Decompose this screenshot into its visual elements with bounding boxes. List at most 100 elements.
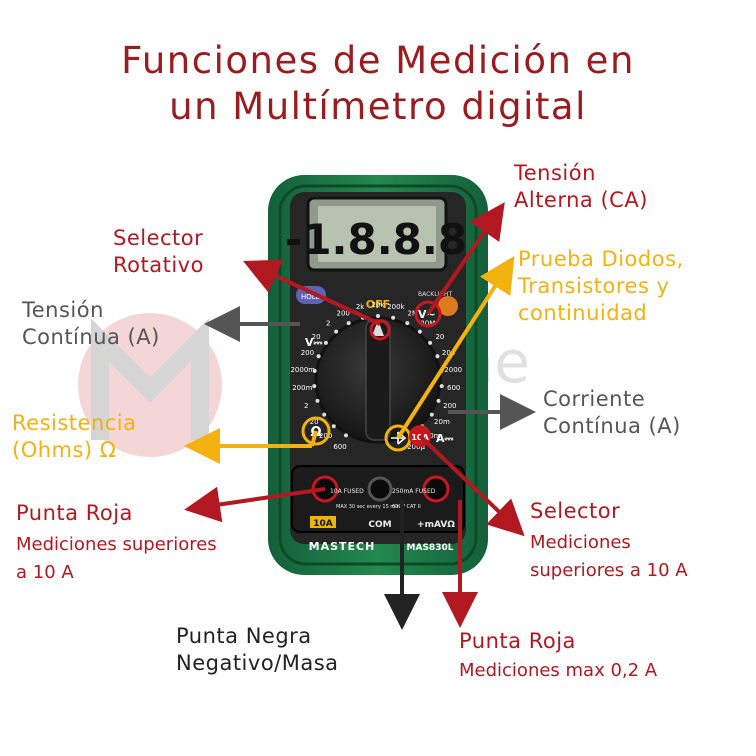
label-resistencia-1: Resistencia xyxy=(12,411,137,435)
arrow-selector-10a xyxy=(418,434,525,537)
watermark-m-logo xyxy=(91,318,209,440)
fused-250ma-label: 250mA FUSED xyxy=(392,488,436,495)
dial-tick xyxy=(344,433,348,438)
watermark-circle xyxy=(78,313,222,457)
watermark xyxy=(78,313,222,457)
dial-tick xyxy=(312,384,317,389)
label-punta-roja-10a: Punta Roja xyxy=(16,501,133,525)
label-punta-roja-02a-sub1: Mediciones max 0,2 A xyxy=(459,660,658,681)
dial-tick xyxy=(315,398,320,403)
dial-mark-label: 200 xyxy=(443,402,456,410)
dial-mark-label: 20M xyxy=(420,320,435,328)
jack-10a-tag xyxy=(310,516,336,528)
dial-tick xyxy=(428,340,433,345)
lcd-reading: -1.8.8.8 xyxy=(285,215,467,264)
arrow-punta-roja-10a xyxy=(184,486,326,523)
label-selector-10a-sub1: Mediciones xyxy=(530,532,631,553)
dial-mark-label: 200m xyxy=(292,384,312,392)
jack-mav-label: +mAVΩ xyxy=(417,520,455,530)
dial-tick xyxy=(405,321,410,326)
arrow-selector-rotativo xyxy=(243,259,381,326)
label-tension-alterna-2: Alterna (CA) xyxy=(514,188,648,212)
dial-pointer-icon xyxy=(372,320,384,336)
label-punta-roja-02a: Punta Roja xyxy=(459,629,576,653)
fused-cat-label: 600V CAT II xyxy=(392,504,421,510)
dial-mark-label: 200 xyxy=(301,349,314,357)
volt-ac-marker xyxy=(414,300,442,328)
dial-mark-label: 600 xyxy=(447,384,460,392)
label-prueba-diodos-2: Transistores y xyxy=(518,274,670,298)
volt-dc-symbol: V⎓ xyxy=(305,336,323,349)
dial-mark-label: 20m xyxy=(434,418,450,426)
selector-marker xyxy=(369,319,391,341)
dial-tick xyxy=(322,412,327,417)
dial-tick xyxy=(376,314,380,318)
brand-label: MASTECH xyxy=(309,540,376,553)
dial-mark-label: 200 xyxy=(337,309,350,317)
jack-com[interactable] xyxy=(367,476,393,502)
dial-mark-label: 200k xyxy=(387,303,405,311)
diagram-title-line2: un Multímetro digital xyxy=(169,85,587,128)
backlight-button[interactable] xyxy=(438,296,458,316)
label-punta-negra-2: Negativo/Masa xyxy=(176,651,339,675)
label-tension-alterna-1: Tensión xyxy=(514,161,596,185)
label-corriente-continua-1: Corriente xyxy=(543,387,646,411)
arrow-tension-alterna xyxy=(426,202,505,316)
dial-mark-label: 20 xyxy=(435,333,444,341)
label-tension-continua-2: Contínua (A) xyxy=(22,325,160,349)
jack-com-label: COM xyxy=(368,520,391,530)
label-tension-continua-1: Tensión xyxy=(22,298,104,322)
label-prueba-diodos-1: Prueba Diodos, xyxy=(518,247,684,271)
label-punta-negra-1: Punta Negra xyxy=(176,624,312,648)
lcd-screen xyxy=(318,206,436,262)
dial-mark-label: 2 xyxy=(326,320,330,328)
label-corriente-continua-2: Contínua (A) xyxy=(543,414,681,438)
jack-mav[interactable] xyxy=(422,475,450,503)
fused-10a-label: 10A FUSED xyxy=(330,488,364,495)
arrow-resistencia-stub xyxy=(310,430,318,447)
dial-mark-label: 20 xyxy=(312,333,321,341)
dial-mark-label: 200 xyxy=(442,349,455,357)
label-prueba-diodos-3: continuidad xyxy=(518,301,648,325)
dial-tick xyxy=(346,321,351,326)
fused-10a-note: MAX 30 sec every 15 min. xyxy=(336,504,402,510)
label-resistencia-2: (Ohms) Ω xyxy=(12,438,117,462)
dial-tick xyxy=(439,384,444,389)
label-selector-10a-sub2: superiores a 10 A xyxy=(530,560,688,581)
label-selector-rotativo-2: Rotativo xyxy=(113,253,204,277)
dial-mark-label: 20k xyxy=(372,301,386,309)
dial-mark-label: 2000 xyxy=(444,366,462,374)
label-selector-10a: Selector xyxy=(530,499,621,523)
dial-mark-label: 600 xyxy=(333,443,346,451)
label-punta-roja-10a-sub2: a 10 A xyxy=(16,562,74,583)
ohm-marker xyxy=(301,416,331,446)
amp-dc-symbol: A⎓ xyxy=(436,432,454,445)
dial-tick xyxy=(323,340,328,345)
dial-tick xyxy=(417,329,422,334)
dial-off-label: OFF xyxy=(366,298,390,311)
dial-mark-label: 2 xyxy=(304,402,308,410)
dial-mark-label: 20 xyxy=(310,418,319,426)
dial-tick xyxy=(316,354,321,359)
dial-mark-label: 2M xyxy=(408,309,419,317)
dial-mark-label: 200μ xyxy=(407,443,425,451)
diagram-title-line1: Funciones de Medición en xyxy=(121,39,635,82)
dial-mark-label: 200 xyxy=(319,432,332,440)
dial-tick xyxy=(334,329,339,334)
backlight-label: BACKLIGHT xyxy=(418,291,453,298)
dial-tick xyxy=(312,368,317,373)
dial-tick xyxy=(331,424,336,429)
model-label: MAS830L xyxy=(407,543,454,553)
dial-tick xyxy=(435,354,440,359)
dial-tick xyxy=(429,412,434,417)
hold-button-label: HOLD xyxy=(301,293,321,301)
dial-tick xyxy=(436,398,441,403)
dial-mark-label: 2k xyxy=(356,303,365,311)
dial-tick xyxy=(391,315,396,320)
arrow-prueba-diodos xyxy=(396,255,515,440)
dial-mark-label: 2000m xyxy=(290,366,315,374)
label-punta-roja-10a-sub1: Mediciones superiores xyxy=(16,534,217,555)
label-selector-rotativo-1: Selector xyxy=(113,226,204,250)
